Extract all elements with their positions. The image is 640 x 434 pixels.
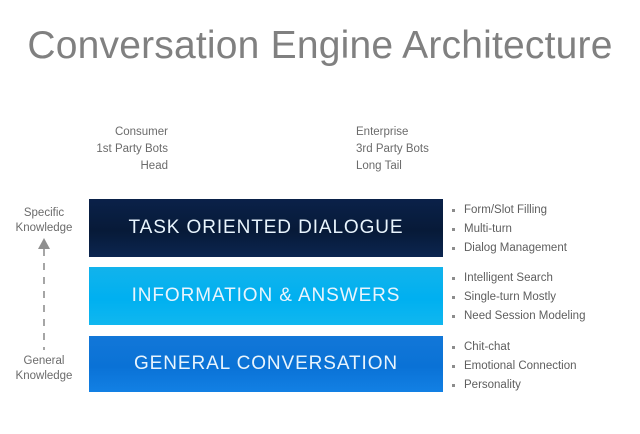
knowledge-axis-section: Specific Knowledge General Knowledge bbox=[2, 206, 86, 392]
spectrum-right-line1: Enterprise bbox=[356, 126, 409, 138]
bullet-dot-icon bbox=[452, 315, 455, 318]
list-item: Personality bbox=[452, 376, 632, 395]
axis-label-specific-knowledge: Specific Knowledge bbox=[2, 206, 86, 236]
list-item: Multi-turn bbox=[452, 220, 632, 239]
dashed-up-arrow-icon bbox=[38, 238, 50, 350]
bullet-text: Multi-turn bbox=[464, 223, 512, 235]
list-item: Dialog Management bbox=[452, 239, 632, 258]
spectrum-right-line2: 3rd Party Bots bbox=[356, 143, 429, 155]
spectrum-left-labels: Consumer 1st Party Bots Head bbox=[78, 124, 168, 175]
bullet-dot-icon bbox=[452, 277, 455, 280]
list-item: Emotional Connection bbox=[452, 357, 632, 376]
spectrum-right-line3: Long Tail bbox=[356, 160, 402, 172]
axis-label-specific-line2: Knowledge bbox=[15, 222, 73, 234]
layer-bar-general-label: GENERAL CONVERSATION bbox=[134, 353, 398, 374]
spectrum-section: Consumer 1st Party Bots Head Enterprise … bbox=[0, 124, 640, 299]
bullet-text: Dialog Management bbox=[464, 242, 567, 254]
layer-bar-task-oriented-dialogue[interactable]: TASK ORIENTED DIALOGUE bbox=[89, 199, 443, 257]
layer-bar-info-label: INFORMATION & ANSWERS bbox=[131, 285, 401, 306]
bullet-text: Form/Slot Filling bbox=[464, 204, 548, 216]
bullet-dot-icon bbox=[452, 228, 455, 231]
bullet-dot-icon bbox=[452, 209, 455, 212]
axis-label-general-knowledge: General Knowledge bbox=[2, 354, 86, 384]
bullet-dot-icon bbox=[452, 365, 455, 368]
bullet-group-info: Intelligent Search Single-turn Mostly Ne… bbox=[452, 269, 632, 326]
bullet-group-task: Form/Slot Filling Multi-turn Dialog Mana… bbox=[452, 201, 632, 258]
spectrum-left-line2: 1st Party Bots bbox=[96, 143, 168, 155]
layer-bar-general-conversation[interactable]: GENERAL CONVERSATION bbox=[89, 336, 443, 392]
bullet-text: Single-turn Mostly bbox=[464, 291, 557, 303]
bullet-dot-icon bbox=[452, 296, 455, 299]
bullet-dot-icon bbox=[452, 384, 455, 387]
layer-bar-information-and-answers[interactable]: INFORMATION & ANSWERS bbox=[89, 267, 443, 325]
bullet-text: Chit-chat bbox=[464, 341, 511, 353]
spectrum-left-line1: Consumer bbox=[114, 126, 168, 138]
bullet-dot-icon bbox=[452, 247, 455, 250]
page-title: Conversation Engine Architecture bbox=[27, 24, 613, 67]
list-item: Chit-chat bbox=[452, 338, 632, 357]
bullet-dot-icon bbox=[452, 346, 455, 349]
axis-label-general-line2: Knowledge bbox=[15, 370, 73, 382]
list-item: Intelligent Search bbox=[452, 269, 632, 288]
spectrum-right-labels: Enterprise 3rd Party Bots Long Tail bbox=[356, 124, 446, 175]
list-item: Single-turn Mostly bbox=[452, 288, 632, 307]
layer-bar-task-label: TASK ORIENTED DIALOGUE bbox=[128, 217, 404, 238]
bullet-text: Need Session Modeling bbox=[464, 310, 586, 322]
bullet-text: Intelligent Search bbox=[464, 272, 553, 284]
list-item: Form/Slot Filling bbox=[452, 201, 632, 220]
axis-label-specific-line1: Specific bbox=[23, 207, 65, 219]
bullet-group-general: Chit-chat Emotional Connection Personali… bbox=[452, 338, 632, 395]
axis-label-general-line1: General bbox=[23, 355, 65, 367]
bullet-text: Personality bbox=[464, 379, 521, 391]
list-item: Need Session Modeling bbox=[452, 307, 632, 326]
bullet-text: Emotional Connection bbox=[464, 360, 577, 372]
spectrum-left-line3: Head bbox=[140, 160, 169, 172]
